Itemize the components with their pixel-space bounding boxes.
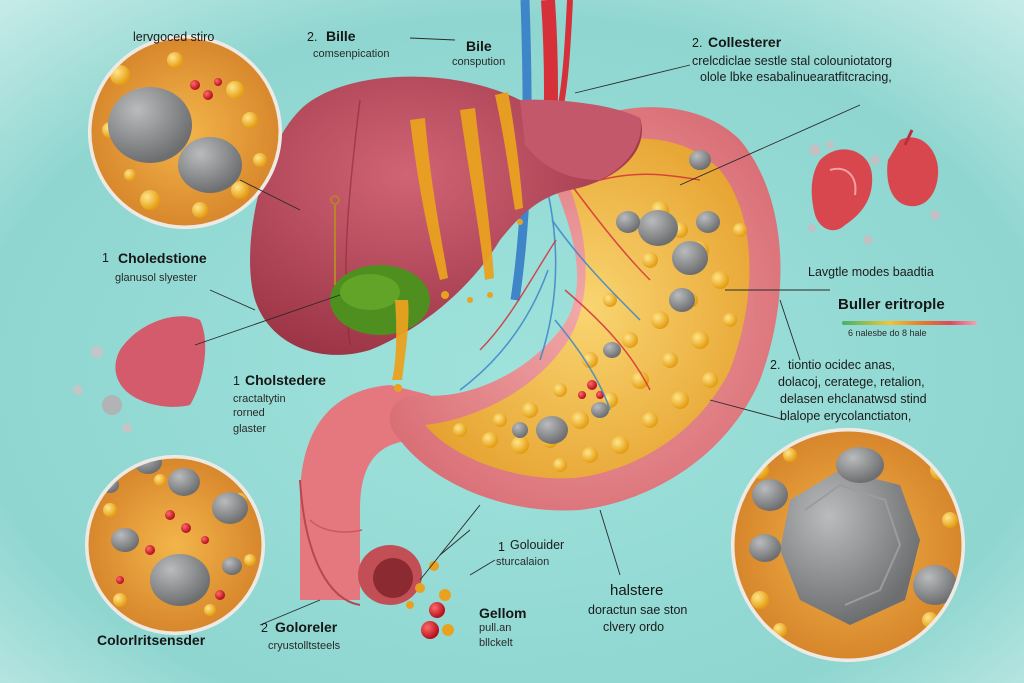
label-collesterer-line1: crelcdiclae sestle stal colouniotatorg — [692, 54, 893, 68]
label-halstere-line2: clvery ordo — [603, 620, 665, 634]
label-golouider-sub: sturcalaion — [496, 556, 550, 568]
label-bille-num: 2. — [307, 30, 318, 44]
label-golouider-num: 1 — [498, 540, 505, 554]
label-cholesdstione: Choledstione — [118, 250, 207, 266]
label-top-left: lervgoced stiro — [133, 30, 215, 44]
label-goloreler-sub: cryustolltsteels — [268, 640, 341, 652]
label-bille: Bille — [326, 28, 356, 44]
label-gellom-line2: bllckelt — [479, 637, 513, 649]
label-right-line2: dolacoj, ceratege, retalion, — [778, 375, 925, 389]
label-collesterer-num: 2. — [692, 36, 703, 50]
label-right-line1: tiontio ocidec anas, — [788, 358, 896, 372]
label-bille-sub: comsenpication — [313, 48, 390, 60]
label-gellom-line1: pull.an — [479, 622, 512, 634]
color-scale-bar — [842, 321, 977, 325]
label-cholesdstione-num: 1 — [102, 251, 109, 265]
label-halstere: halstere — [610, 582, 664, 599]
label-golouider: Golouider — [510, 538, 565, 552]
label-right-line4: blalope erycolanctiaton, — [780, 409, 912, 423]
label-bile-sub: conspution — [452, 56, 506, 68]
label-gellom: Gellom — [479, 605, 527, 621]
label-cholstedere-num: 1 — [233, 374, 240, 388]
label-bile: Bile — [466, 38, 492, 54]
label-right-num: 2. — [770, 358, 781, 372]
label-lavgtle: Lavgtle modes baadtia — [808, 265, 934, 279]
label-cholstedere-line1: cractaltytin — [233, 393, 286, 405]
label-bottom-left: Colorlritsensder — [97, 632, 206, 648]
label-collesterer-line2: olole lbke esabalinuearatfitcracing, — [700, 70, 892, 84]
label-scale-text: 6 nalesbe do 8 hale — [848, 328, 927, 338]
label-halstere-line1: doractun sae ston — [588, 603, 688, 617]
label-cholstedere-line3: glaster — [233, 423, 267, 435]
label-cholstedere: Cholstedere — [245, 372, 326, 388]
label-cholstedere-line2: rorned — [233, 407, 265, 419]
label-buller: Buller eritrople — [838, 296, 945, 313]
label-collesterer: Collesterer — [708, 34, 782, 50]
label-cholesdstione-sub: glanusol slyester — [115, 272, 197, 284]
label-goloreler: Goloreler — [275, 619, 338, 635]
label-right-line3: delasen ehclanatwsd stind — [780, 392, 927, 406]
label-goloreler-num: 2 — [261, 621, 268, 635]
